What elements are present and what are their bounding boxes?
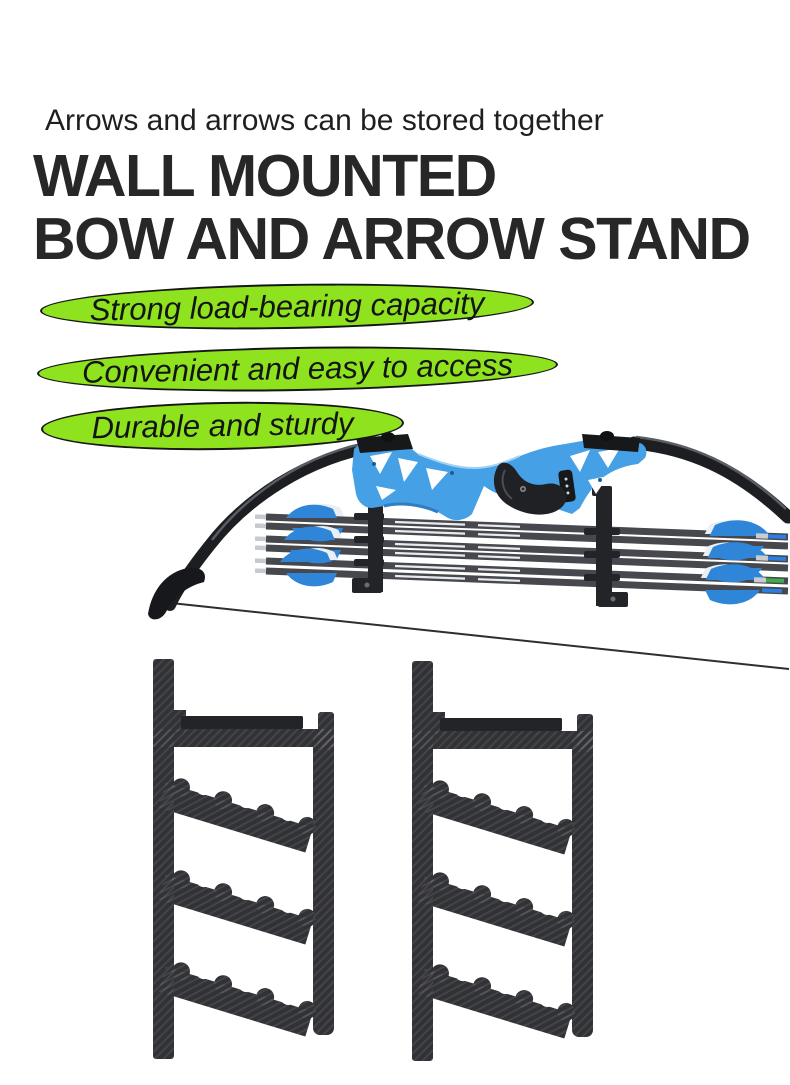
bow-left-limb — [148, 439, 384, 620]
feature-label: Convenient and easy to access — [81, 347, 514, 390]
limb-mount-clamps — [356, 431, 640, 453]
title-line-2: BOW AND ARROW STAND — [33, 206, 751, 272]
arrow-field-tips — [254, 514, 267, 574]
wall-rack-right-rail — [584, 486, 628, 607]
riser-truss-cutouts — [370, 448, 620, 500]
product-title: WALL MOUNTED BOW AND ARROW STAND — [33, 143, 751, 272]
bow-string — [170, 602, 790, 670]
tagline: Arrows and arrows can be stored together — [45, 104, 604, 137]
wall-bracket-right — [412, 661, 593, 1061]
arrow-nocks — [753, 533, 787, 593]
arrow-shafts — [265, 513, 789, 595]
title-line-1: WALL MOUNTED — [33, 143, 497, 209]
feature-label: Strong load-bearing capacity — [89, 285, 485, 327]
wall-bracket-left — [153, 659, 334, 1059]
bow-grip — [493, 462, 567, 515]
bow-right-limb — [627, 435, 790, 524]
arrow-shaft-labels — [394, 520, 521, 582]
feature-label: Durable and sturdy — [91, 405, 354, 446]
bow-on-wall-rack-photo — [148, 431, 790, 670]
left-fletchings — [280, 503, 344, 587]
